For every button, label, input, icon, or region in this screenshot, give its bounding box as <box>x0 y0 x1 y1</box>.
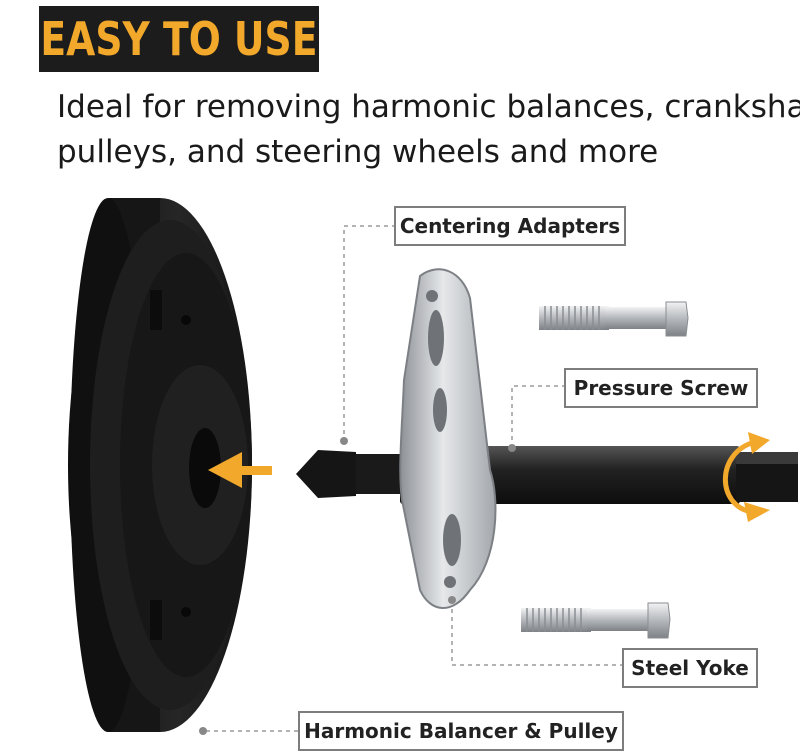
page-title: EASY TO USE <box>40 12 318 66</box>
callout-steel-yoke: Steel Yoke <box>622 648 758 688</box>
title-badge: EASY TO USE <box>39 6 319 72</box>
subtitle-line-2: pulleys, and steering wheels and more <box>57 134 659 170</box>
rotate-arrow-icon <box>722 432 770 522</box>
bolt-top <box>539 301 689 337</box>
bolt-bottom <box>521 602 671 639</box>
callout-centering-adapters: Centering Adapters <box>394 206 626 246</box>
leader-lines <box>203 225 624 732</box>
pressure-screw <box>296 446 798 504</box>
arrow-left-icon <box>208 452 272 488</box>
callout-harmonic-balancer: Harmonic Balancer & Pulley <box>298 711 624 751</box>
harmonic-balancer-pulley <box>68 198 252 732</box>
callout-dots <box>199 437 516 735</box>
callout-pressure-screw: Pressure Screw <box>564 368 758 408</box>
steel-yoke <box>399 268 497 609</box>
subtitle-line-1: Ideal for removing harmonic balances, cr… <box>57 89 800 125</box>
subtitle: Ideal for removing harmonic balances, cr… <box>57 85 800 175</box>
